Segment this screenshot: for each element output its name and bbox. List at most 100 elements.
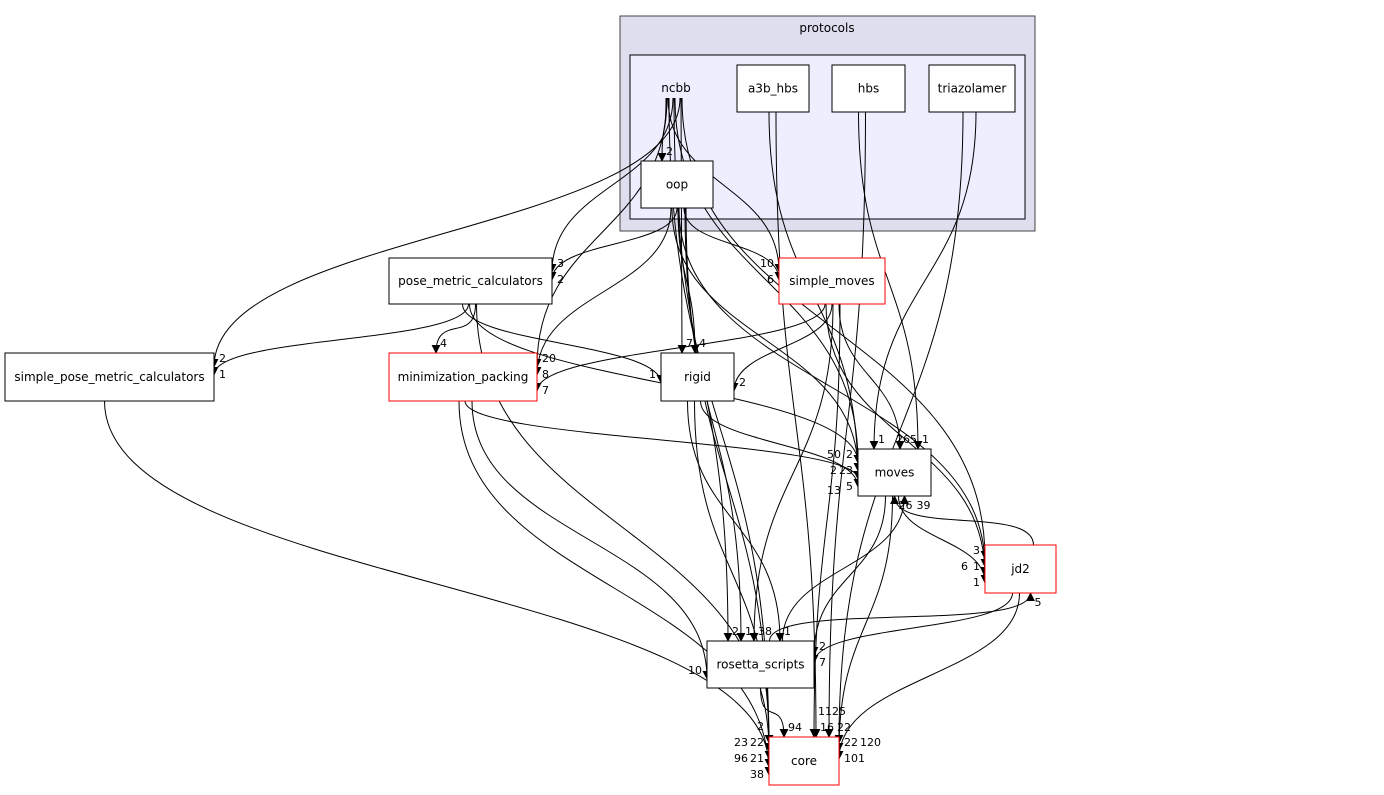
edge-oop-to-rigid[interactable] (677, 207, 700, 354)
edge-simple-moves-to-moves[interactable] (838, 303, 905, 450)
edge-minimization-packing-to-core[interactable] (458, 400, 774, 776)
edge-label[interactable]: 26 (899, 499, 913, 512)
edge-label[interactable]: 7 (686, 337, 693, 350)
edge-oop-to-simple-moves[interactable] (683, 207, 784, 281)
edge-oop-to-minimization-packing[interactable] (532, 207, 672, 376)
edge-label[interactable]: 4 (699, 337, 706, 350)
edge-label[interactable]: 13 (827, 484, 841, 497)
edge-label[interactable]: 4 (440, 337, 447, 350)
edge-moves-to-core[interactable] (834, 495, 893, 752)
node-oop[interactable]: oop (640, 160, 714, 209)
node-hbs[interactable]: hbs (831, 64, 906, 113)
edge-triazolamer-to-core[interactable] (834, 111, 964, 744)
edge-label[interactable]: 38 (750, 768, 764, 781)
edge-minimization-packing-to-moves[interactable] (464, 400, 863, 480)
edge-label[interactable]: 2 (819, 640, 826, 653)
edge-label[interactable]: 10 (760, 257, 774, 270)
edge-rosetta-scripts-to-jd2[interactable] (769, 592, 1035, 642)
edge-label[interactable]: 2 (557, 273, 564, 286)
node-rosetta-scripts[interactable]: rosetta_scripts (706, 640, 815, 689)
node-rigid[interactable]: rigid (660, 352, 735, 402)
edge-label[interactable]: 1 (784, 625, 791, 638)
edge-label[interactable]: 7 (819, 656, 826, 669)
edge-ncbb-to-core[interactable] (668, 97, 774, 752)
node-a3b-hbs[interactable]: a3b_hbs (736, 64, 810, 113)
edge-label[interactable]: 2 (739, 376, 746, 389)
node-triazolamer[interactable]: triazolamer (928, 64, 1016, 113)
edge-simple-moves-to-core[interactable] (809, 303, 841, 738)
edge-ncbb-to-rigid[interactable] (677, 97, 687, 354)
node-moves[interactable]: moves (857, 448, 932, 497)
edge-ncbb-to-pose-metric-calculators[interactable] (547, 97, 674, 273)
edge-label[interactable]: 3 (557, 257, 564, 270)
edge-ncbb-to-simple-pose-metric-calculators[interactable] (209, 97, 681, 368)
edge-label[interactable]: 101 (844, 752, 865, 765)
edge-label[interactable]: 94 (788, 721, 802, 734)
edge-oop-to-pose-metric-calculators[interactable] (547, 207, 678, 281)
edge-jd2-to-moves[interactable] (890, 495, 1034, 546)
edge-jd2-to-rosetta-scripts[interactable] (809, 592, 1013, 664)
edge-label[interactable]: 21 (750, 752, 764, 765)
edge-label[interactable]: 120 (860, 736, 881, 749)
edge-label[interactable]: 2 (846, 448, 853, 461)
edge-jd2-to-core[interactable] (834, 592, 1020, 760)
edge-label[interactable]: 50 (827, 448, 841, 461)
edge-label[interactable]: 5 (1035, 596, 1042, 609)
edge-label[interactable]: 23 (734, 736, 748, 749)
edge-label[interactable]: 2 (732, 625, 739, 638)
edge-label[interactable]: 6 (961, 560, 968, 573)
edge-minimization-packing-to-rosetta-scripts[interactable] (471, 400, 712, 680)
edge-pose-metric-calculators-to-simple-pose-metric-calculators[interactable] (209, 303, 469, 376)
edge-label[interactable]: 5 (846, 480, 853, 493)
edge-pose-metric-calculators-to-minimization-packing[interactable] (431, 303, 476, 354)
node-core[interactable]: core (768, 736, 840, 786)
edge-label[interactable]: 7 (542, 384, 549, 397)
edge-label[interactable]: 16 (820, 721, 834, 734)
edge-label[interactable]: 1 (649, 368, 656, 381)
edge-ncbb-to-simple-moves[interactable] (667, 97, 784, 273)
edge-label[interactable]: 22 (837, 721, 851, 734)
edge-oop-to-moves[interactable] (671, 207, 863, 472)
edge-label[interactable]: 1125 (818, 705, 846, 718)
edge-pose-metric-calculators-to-rigid[interactable] (462, 303, 666, 384)
edge-rigid-to-moves[interactable] (700, 400, 863, 488)
edge-simple-moves-to-rosetta-scripts[interactable] (749, 303, 834, 642)
node-jd2[interactable]: jd2 (984, 544, 1057, 594)
edge-label[interactable]: 39 (917, 499, 931, 512)
edge-label[interactable]: 2 (666, 145, 673, 158)
edge-label[interactable]: 1 (973, 576, 980, 589)
edge-moves-to-rosetta-scripts[interactable] (809, 495, 886, 656)
edge-label[interactable]: 1 (219, 368, 226, 381)
edge-label[interactable]: 2 (830, 464, 837, 477)
edge-label[interactable]: 22 (844, 736, 858, 749)
edge-ncbb-to-minimization-packing[interactable] (532, 97, 668, 368)
edge-moves-to-jd2[interactable] (898, 495, 990, 584)
edge-label[interactable]: 8 (542, 368, 549, 381)
edge-label[interactable]: 1 (745, 625, 752, 638)
edge-label[interactable]: 20 (542, 352, 556, 365)
edge-label[interactable]: 6 (767, 273, 774, 286)
node-simple-moves[interactable]: simple_moves (778, 257, 886, 305)
edge-label[interactable]: 1 (922, 433, 929, 446)
edge-label[interactable]: 22 (750, 736, 764, 749)
node-minimization-packing[interactable]: minimization_packing (388, 352, 538, 402)
edge-label[interactable]: 23 (839, 464, 853, 477)
edge-label[interactable]: 3 (973, 544, 980, 557)
edge-rosetta-scripts-to-moves[interactable] (782, 495, 909, 642)
edge-label[interactable]: 38 (758, 625, 772, 638)
edge-label[interactable]: 2 (219, 352, 226, 365)
edge-rosetta-scripts-to-core[interactable] (760, 687, 789, 738)
edge-oop-to-jd2[interactable] (678, 207, 990, 568)
edge-oop-to-rosetta-scripts[interactable] (684, 207, 746, 642)
edge-simple-moves-to-rigid[interactable] (729, 303, 833, 392)
edge-label[interactable]: 2 (757, 720, 764, 733)
edge-label[interactable]: 265 (896, 433, 917, 446)
edge-hbs-to-core[interactable] (824, 111, 866, 738)
edge-rigid-to-core[interactable] (694, 400, 774, 744)
edge-label[interactable]: 96 (734, 752, 748, 765)
edge-simple-moves-to-minimization-packing[interactable] (532, 303, 826, 392)
edge-label[interactable]: 1 (878, 433, 885, 446)
edge-rigid-to-rosetta-scripts[interactable] (687, 400, 785, 642)
edge-simple-moves-to-jd2[interactable] (825, 303, 990, 576)
edge-simple-pose-metric-calculators-to-core[interactable] (104, 400, 774, 768)
